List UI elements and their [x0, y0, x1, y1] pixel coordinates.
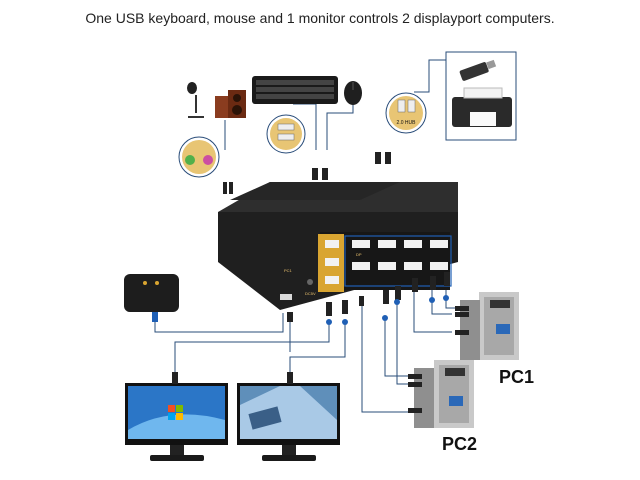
- usb-drive-icon: [459, 59, 497, 81]
- pc-tower-icon: [455, 292, 519, 360]
- top-plugs: [223, 152, 391, 194]
- speaker-icon: [215, 90, 246, 118]
- pc-tower-icon: [408, 360, 474, 428]
- port-label-dp: DP: [356, 252, 362, 257]
- pc1-label: PC1: [499, 367, 535, 387]
- printer-usb-box: [445, 51, 517, 141]
- hub-icon: 2.0 HUB: [385, 92, 427, 134]
- hub-label: 2.0 HUB: [397, 120, 417, 126]
- printer-icon: [452, 87, 512, 127]
- kvm-switch-icon: PC1 DC5V DP: [218, 182, 458, 310]
- monitor-icon: [125, 372, 228, 461]
- pc2-label: PC2: [442, 434, 478, 454]
- microphone-icon: [187, 82, 204, 118]
- windows-logo: [168, 405, 183, 420]
- port-label-dcv: DC5V: [305, 291, 316, 296]
- audio-ports-icon: [178, 136, 220, 178]
- mouse-icon: [344, 81, 362, 105]
- blue-badges: [326, 295, 449, 325]
- keyboard-icon: [252, 76, 338, 104]
- usb-ports-icon: [266, 114, 306, 154]
- remote-switch-icon: [124, 274, 179, 322]
- kvm-bottom-plugs: [287, 272, 450, 322]
- caption: One USB keyboard, mouse and 1 monitor co…: [85, 10, 555, 26]
- monitor-icon: [237, 372, 340, 461]
- connection-lines: [154, 59, 455, 413]
- port-label-pc1: PC1: [284, 268, 293, 273]
